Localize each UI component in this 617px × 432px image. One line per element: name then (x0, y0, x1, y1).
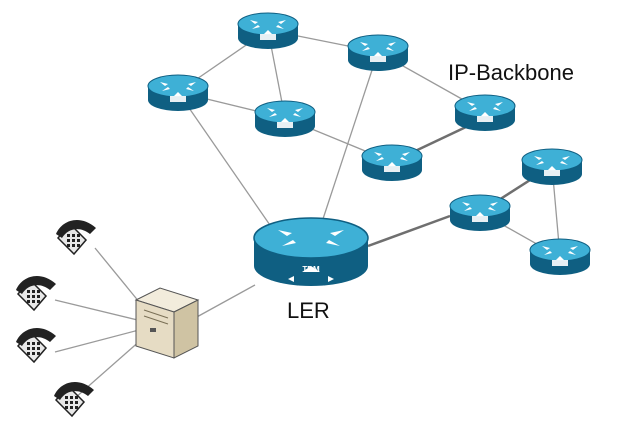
router-icon (449, 194, 511, 232)
telephone-icon (15, 275, 57, 311)
link (319, 51, 379, 229)
router-icon (521, 148, 583, 186)
backbone-label: IP-Backbone (448, 60, 574, 85)
link (194, 284, 256, 319)
edge-router-icon: TDM (253, 217, 369, 286)
pbx-server-icon (134, 287, 200, 359)
edge-router-label: LER (287, 298, 330, 323)
router-icon (347, 34, 409, 72)
router-icon (254, 100, 316, 138)
telephone-icon (15, 327, 57, 363)
router-icon (361, 144, 423, 182)
link (177, 91, 273, 229)
router-icon (454, 94, 516, 132)
router-icon (529, 238, 591, 276)
edge-router-badge: TDM (302, 265, 320, 274)
router-icon (147, 74, 209, 112)
link (367, 214, 451, 248)
telephone-icon (53, 381, 95, 417)
telephone-icon (55, 219, 97, 255)
router-icon (237, 12, 299, 50)
